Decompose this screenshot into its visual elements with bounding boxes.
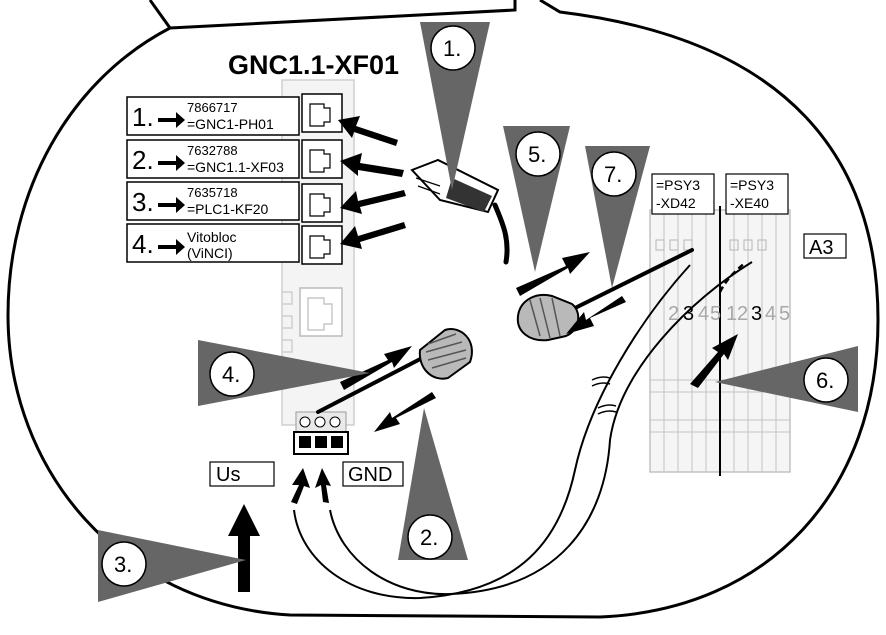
port-label-4: 4. Vitobloc (ViNCI) bbox=[126, 223, 300, 263]
step-5-label: 5. bbox=[528, 142, 546, 167]
step-3-label: 3. bbox=[114, 552, 132, 577]
supply-gnd-text: GND bbox=[348, 464, 392, 486]
terminal-number: 2 bbox=[668, 303, 679, 325]
port-3-code: 7635718 bbox=[187, 185, 238, 200]
connection-wires bbox=[293, 261, 753, 600]
arrow-down-left-icon bbox=[374, 392, 436, 432]
port-label-2: 2. 7632788 =GNC1.1-XF03 bbox=[126, 139, 300, 179]
terminal-block-label-1: =PSY3 -XD42 bbox=[651, 173, 715, 215]
port-1-ref: =GNC1-PH01 bbox=[187, 116, 274, 132]
step-6-label: 6. bbox=[816, 368, 834, 393]
step-callout-1: 1. bbox=[420, 22, 490, 190]
arrow-up-right-icon bbox=[690, 334, 738, 388]
terminal-number: 3 bbox=[751, 303, 762, 325]
supply-us-text: Us bbox=[216, 464, 240, 486]
terminal-block-2-line1: =PSY3 bbox=[730, 177, 774, 193]
terminal-number: 4 bbox=[765, 303, 776, 325]
port-4-code: Vitobloc bbox=[187, 229, 237, 245]
step-2-label: 2. bbox=[420, 525, 438, 550]
screw-terminal-block bbox=[293, 411, 349, 455]
port-4-ref: (ViNCI) bbox=[187, 245, 233, 261]
arrow-right-icon bbox=[158, 112, 185, 128]
port-insertion-arrows bbox=[338, 116, 406, 249]
terminal-block-1-line2: -XD42 bbox=[656, 195, 696, 211]
step-callout-6: 6. bbox=[715, 346, 858, 412]
terminal-block-2-line2: -XE40 bbox=[730, 195, 769, 211]
step-callout-7: 7. bbox=[585, 146, 650, 288]
rj45-plug-icon bbox=[410, 158, 510, 265]
port-1-code: 7866717 bbox=[187, 100, 238, 115]
ethernet-port-5 bbox=[299, 287, 343, 337]
step-callout-5: 5. bbox=[503, 126, 570, 272]
port-label-1: 1. 7866717 =GNC1-PH01 bbox=[126, 96, 300, 136]
ethernet-port-3 bbox=[301, 183, 343, 223]
ethernet-port-2 bbox=[301, 139, 343, 179]
arrow-up-icon bbox=[291, 468, 310, 504]
terminal-number: 2 bbox=[737, 303, 748, 325]
ethernet-port-4 bbox=[301, 225, 343, 265]
port-2-number: 2. bbox=[132, 145, 154, 175]
step-1-label: 1. bbox=[443, 36, 461, 61]
arrow-right-icon bbox=[158, 239, 185, 255]
port-1-number: 1. bbox=[132, 102, 154, 132]
arrow-up-icon bbox=[315, 468, 331, 503]
terminal-number: 5 bbox=[710, 303, 721, 325]
step-7-label: 7. bbox=[604, 162, 622, 187]
arrow-up-right-icon bbox=[340, 346, 412, 390]
arrow-right-icon bbox=[158, 197, 185, 213]
terminal-number: 5 bbox=[779, 303, 790, 325]
step-callout-2: 2. bbox=[398, 408, 468, 560]
port-label-3: 3. 7635718 =PLC1-KF20 bbox=[126, 181, 300, 221]
terminal-block-1-line1: =PSY3 bbox=[656, 177, 700, 193]
arrow-right-icon bbox=[158, 155, 185, 171]
arrow-up-right-icon bbox=[516, 252, 590, 296]
terminal-number: 1 bbox=[726, 303, 737, 325]
rail-label-text: A3 bbox=[809, 237, 833, 259]
terminal-number: 3 bbox=[683, 303, 694, 325]
step-callout-3: 3. bbox=[98, 530, 246, 602]
speech-bubble-outline bbox=[6, 0, 880, 619]
terminal-number: 4 bbox=[698, 303, 709, 325]
port-2-ref: =GNC1.1-XF03 bbox=[187, 159, 284, 175]
din-rail-terminals bbox=[649, 206, 791, 476]
step-callout-4: 4. bbox=[198, 340, 370, 406]
terminal-block-label-2: =PSY3 -XE40 bbox=[725, 173, 789, 215]
ethernet-port-1 bbox=[301, 93, 343, 133]
rail-label: A3 bbox=[803, 233, 847, 259]
device-title: GNC1.1-XF01 bbox=[228, 50, 399, 80]
port-2-code: 7632788 bbox=[187, 143, 238, 158]
arrow-up-icon bbox=[228, 504, 260, 592]
supply-label-gnd: GND bbox=[342, 461, 404, 487]
port-4-number: 4. bbox=[132, 229, 154, 259]
screwdriver-icon bbox=[316, 328, 473, 414]
port-3-number: 3. bbox=[132, 187, 154, 217]
arrow-down-left-icon bbox=[566, 296, 626, 334]
port-3-ref: =PLC1-KF20 bbox=[187, 201, 269, 217]
step-4-label: 4. bbox=[222, 362, 240, 387]
supply-label-us: Us bbox=[209, 461, 275, 487]
